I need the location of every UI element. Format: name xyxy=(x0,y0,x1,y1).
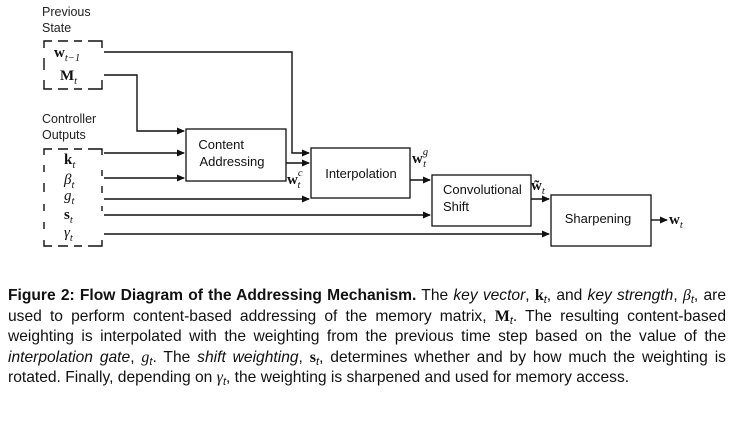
caption-title: Figure 2: Flow Diagram of the Addressing… xyxy=(8,287,417,304)
caption-math: k xyxy=(534,287,544,304)
input-k-t: kt xyxy=(64,152,76,171)
input-m-t: Mt xyxy=(60,68,78,87)
caption-math: γ xyxy=(216,369,223,387)
caption-math-subscript: t xyxy=(149,355,153,368)
caption-math-subscript: t xyxy=(222,376,227,389)
controller-outputs-label: Controller Outputs xyxy=(42,112,100,142)
input-w-t-minus-1: wt−1 xyxy=(54,45,80,64)
previous-state-bracket xyxy=(43,40,103,90)
input-g-t: gt xyxy=(64,188,76,207)
content-addressing-label: Content Addressing xyxy=(198,137,264,169)
previous-state-label: Previous State xyxy=(42,5,94,35)
caption-math-subscript: t xyxy=(543,294,547,306)
caption-text: key strength xyxy=(587,287,674,304)
convolutional-shift-box xyxy=(431,174,532,227)
caption-math: M xyxy=(494,307,510,325)
caption-text: , xyxy=(130,348,142,366)
caption-text: , xyxy=(673,287,683,304)
label-w-final: wt xyxy=(669,212,684,231)
caption-text: key vector xyxy=(453,287,526,304)
convolutional-shift-label: Convolutional Shift xyxy=(443,182,525,214)
caption-text: shift weighting xyxy=(197,348,299,366)
interpolation-label: Interpolation xyxy=(325,166,397,181)
caption-math: β xyxy=(682,287,691,304)
caption-body: The key vector, kt, and key strength, βt… xyxy=(8,287,726,389)
caption-math-subscript: t xyxy=(316,355,320,368)
caption-math: s xyxy=(309,348,316,366)
caption-text: , the weighting is sharpened and used fo… xyxy=(226,369,630,387)
caption-text: The xyxy=(416,287,454,304)
input-gamma-t: γt xyxy=(64,225,74,244)
arrow-w-prev-to-interpolation xyxy=(104,51,310,157)
caption-math-subscript: t xyxy=(690,294,694,306)
caption-math-subscript: t xyxy=(509,314,513,327)
caption-text: . The xyxy=(152,348,198,366)
input-s-t: st xyxy=(64,207,74,226)
controller-outputs-bracket xyxy=(43,148,103,247)
caption-text: , are used to perform content-based addr… xyxy=(8,287,726,325)
caption-text: , and xyxy=(546,287,588,304)
caption-text: , xyxy=(298,348,310,366)
input-beta-t: βt xyxy=(63,172,75,191)
caption-text: , determines whether and by how much the… xyxy=(8,348,726,387)
caption-text: , xyxy=(525,287,535,304)
interpolation-box xyxy=(310,147,411,199)
arrow-m-to-content-addressing xyxy=(104,74,185,135)
caption-text: interpolation gate xyxy=(8,348,131,366)
label-w-shifted: w̃t xyxy=(531,178,546,197)
caption-text: . The resulting content-based weighting … xyxy=(8,307,726,346)
sharpening-label: Sharpening xyxy=(565,211,632,226)
content-addressing-box xyxy=(185,128,287,182)
figure-caption: Figure 2: Flow Diagram of the Addressing… xyxy=(8,286,726,389)
caption-math: g xyxy=(141,348,150,366)
